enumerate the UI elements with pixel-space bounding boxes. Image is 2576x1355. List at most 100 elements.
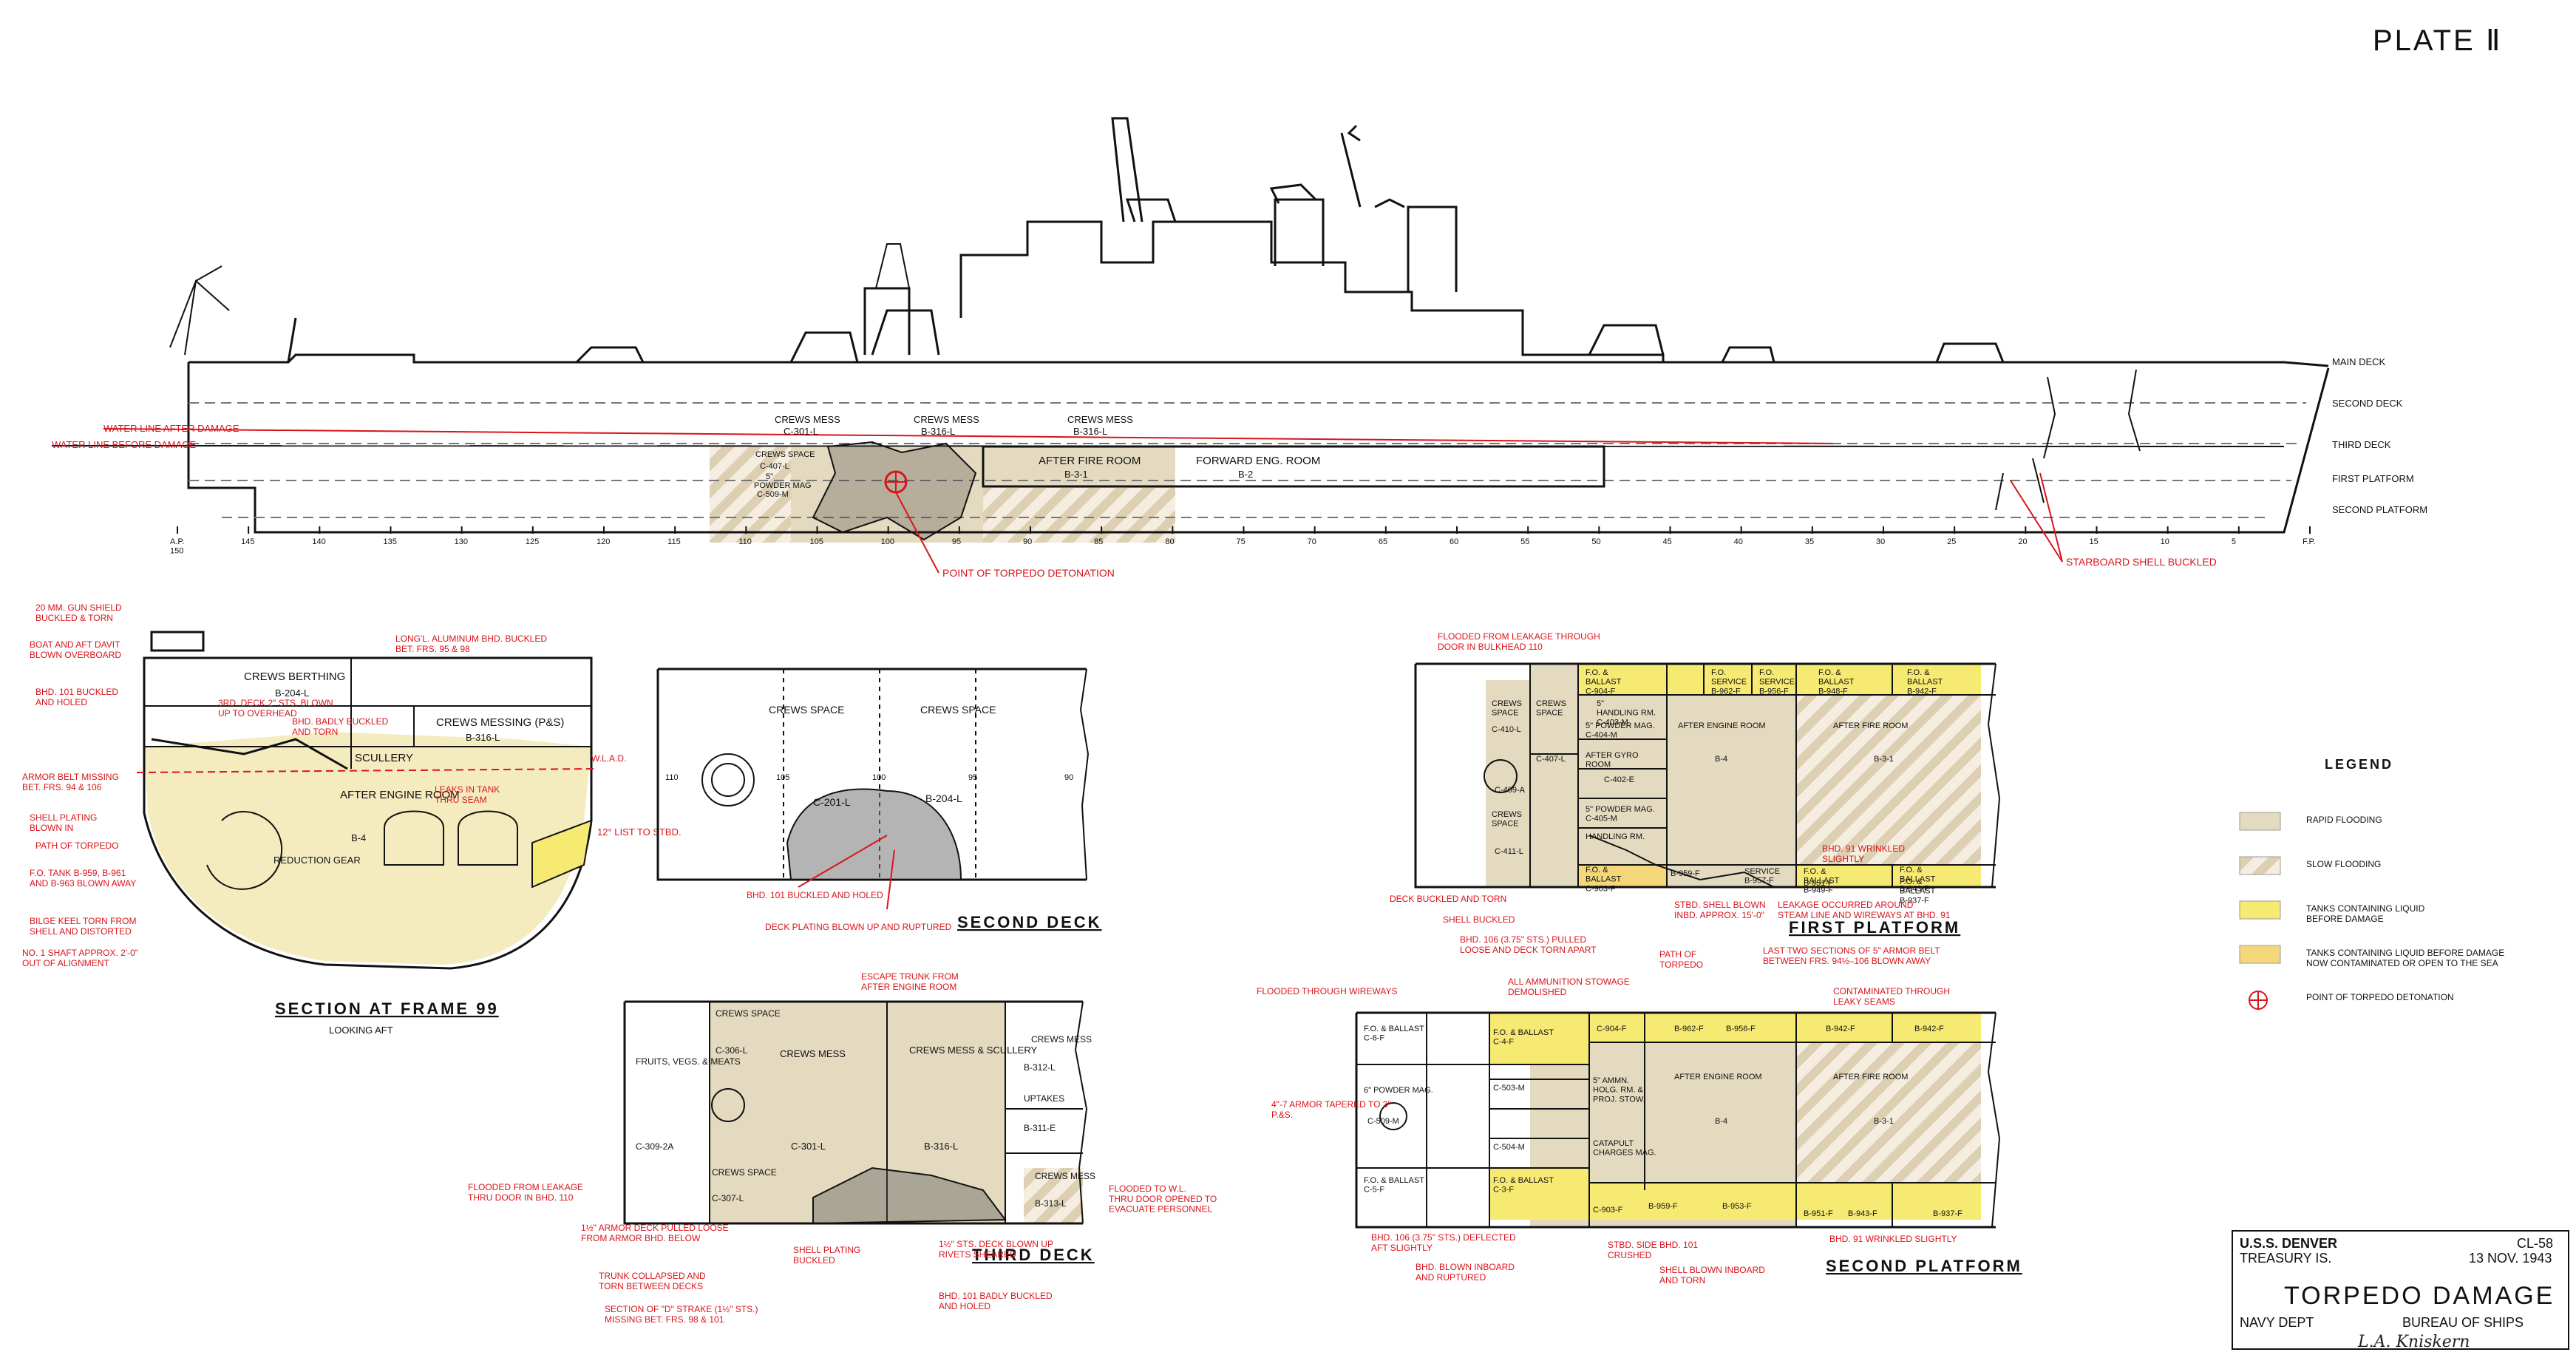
- frame-number: 105: [776, 773, 789, 782]
- second-platform-callout: 4"-7 ARMOR TAPERED TO 3"P.&S.: [1271, 1099, 1391, 1120]
- space-label: B-316-L: [1073, 426, 1107, 437]
- water-line-before-label: WATER LINE BEFORE DAMAGE: [52, 439, 196, 450]
- space-label: C-904-F: [1597, 1025, 1627, 1033]
- space-label: C-407-L: [1536, 755, 1566, 764]
- frame-number: 85: [1094, 537, 1103, 546]
- frame-number: 5: [2232, 537, 2236, 546]
- starboard-shell-callout: STARBOARD SHELL BUCKLED: [2066, 556, 2217, 568]
- space-label: CREWS MESS: [914, 414, 979, 425]
- section99-hull: [143, 656, 593, 970]
- third-deck-callout: SECTION OF "D" STRAKE (1½" STS.)MISSING …: [605, 1304, 758, 1325]
- space-label: CREWS MESS: [1035, 1171, 1095, 1181]
- space-label: C-409-A: [1495, 786, 1526, 795]
- space-label: AFTER ENGINE ROOM: [340, 789, 460, 801]
- frame-number: 100: [872, 773, 886, 782]
- frame-number: 90: [1064, 773, 1073, 782]
- sp-tanks-before-3: [1645, 1013, 1981, 1042]
- second-deck-damage: [786, 788, 962, 880]
- legend-label: SLOW FLOODING: [2306, 859, 2381, 869]
- space-label: CREWS MESS: [1031, 1034, 1092, 1045]
- frame-number: 40: [1734, 537, 1743, 546]
- space-label: C-201-L: [813, 796, 851, 808]
- third-deck-plan: CREWS SPACE C-306-L FRUITS, VEGS. & MEAT…: [623, 1000, 1095, 1264]
- space-label: B-4: [1715, 1117, 1727, 1126]
- space-label: C-301-L: [784, 426, 818, 437]
- space-label: C-509-M: [757, 490, 789, 499]
- space-label: C-410-L: [1492, 725, 1521, 734]
- legend-label: RAPID FLOODING: [2306, 815, 2382, 825]
- frame-number: 95: [952, 537, 961, 546]
- space-label: 6" POWDER MAG.: [1364, 1086, 1433, 1095]
- space-label: B-316-L: [924, 1141, 958, 1152]
- section99-callout: NO. 1 SHAFT APPROX. 2'-0"OUT OF ALIGNMEN…: [22, 948, 138, 968]
- fp-rapid-flooding-aft: [1486, 680, 1530, 887]
- plate-title: TORPEDO DAMAGE: [2284, 1282, 2555, 1310]
- space-label: C-309-2A: [636, 1141, 673, 1152]
- space-label: B-953-F: [1722, 1202, 1752, 1211]
- org-left: NAVY DEPT: [2240, 1315, 2314, 1330]
- space-label: CREWS SPACE: [920, 704, 996, 716]
- legend-label: POINT OF TORPEDO DETONATION: [2306, 992, 2454, 1002]
- space-label: B-4: [1715, 755, 1727, 764]
- frame-number: 30: [1876, 537, 1885, 546]
- space-label: C-306-L: [716, 1045, 748, 1056]
- deck-labels: MAIN DECK SECOND DECK THIRD DECK FIRST P…: [2332, 356, 2427, 515]
- frame-number: 135: [384, 537, 397, 546]
- section99-stbd-tank: [531, 819, 593, 889]
- space-label: C-407-L: [760, 462, 789, 471]
- legend-swatch: [2239, 856, 2281, 875]
- space-label: B-313-L: [1035, 1198, 1067, 1209]
- deck-label: SECOND DECK: [2332, 398, 2403, 409]
- space-label: AFTER FIRE ROOM: [1833, 721, 1908, 730]
- sp-tanks-before-1: [1489, 1013, 1589, 1064]
- frame-number: 50: [1591, 537, 1600, 546]
- section99-title: SECTION AT FRAME 99: [275, 999, 499, 1018]
- space-label: C-411-L: [1495, 847, 1523, 856]
- third-deck-title: THIRD DECK: [972, 1246, 1095, 1264]
- frame-number: 120: [597, 537, 610, 546]
- frame-number: 80: [1165, 537, 1174, 546]
- frame-number: 45: [1663, 537, 1672, 546]
- space-label: CREWS MESS: [775, 414, 840, 425]
- second-platform-title: SECOND PLATFORM: [1826, 1257, 2022, 1275]
- first-platform-callout: SHELL BUCKLED: [1443, 914, 1515, 925]
- legend-swatch: [2239, 945, 2281, 964]
- third-deck-damage: [812, 1166, 1007, 1225]
- space-label: B-959-F: [1648, 1202, 1678, 1211]
- frame-number: F.P.: [2303, 537, 2316, 546]
- frame-number: 60: [1450, 537, 1458, 546]
- frame-number: 125: [526, 537, 539, 546]
- space-label: B-942-F: [1826, 1025, 1855, 1033]
- space-label: C-503-M: [1493, 1084, 1525, 1093]
- space-label: C-402-E: [1604, 775, 1634, 784]
- frame-number: 15: [2090, 537, 2098, 546]
